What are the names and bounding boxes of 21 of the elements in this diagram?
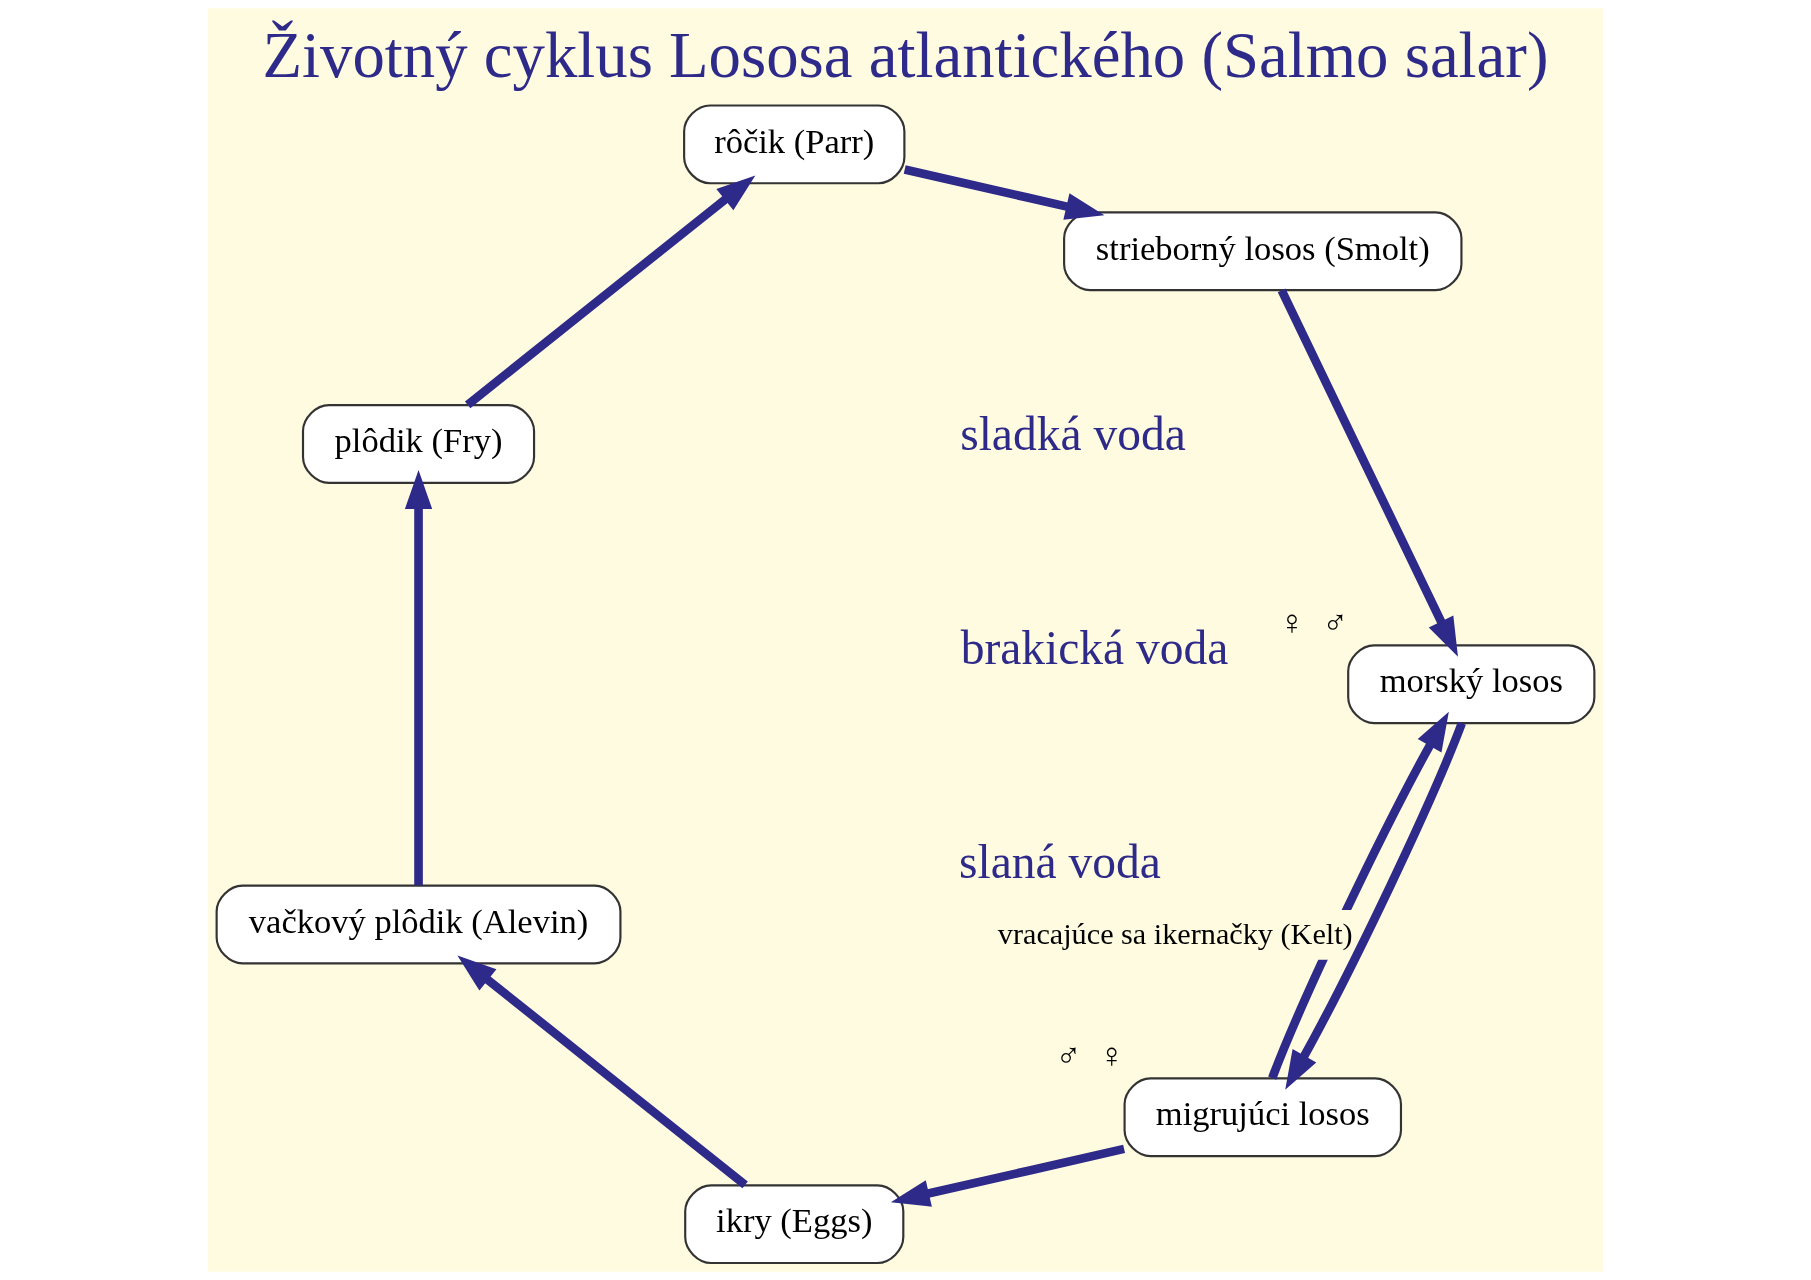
node-label: ♀ ♂ (1279, 603, 1349, 642)
edge-label: vracajúce sa ikernačky (Kelt) (997, 916, 1353, 951)
node-box: rôčik (Parr) (683, 104, 906, 185)
node-box: strieborný losos (Smolt) (1063, 211, 1463, 292)
arrow (1277, 288, 1458, 657)
diagram-title: Životný cyklus Lososa atlantického (Salmo salar) (262, 19, 1549, 92)
node-box: migrujúci losos (1123, 1077, 1403, 1158)
arrow (457, 955, 748, 1189)
arrow (464, 175, 756, 409)
arrow (890, 1144, 1126, 1207)
label: sladká voda (960, 408, 1186, 461)
node-box: ikry (Eggs) (684, 1184, 905, 1265)
node-label: ♂ ♀ (1055, 1036, 1125, 1075)
label: brakická voda (960, 621, 1229, 674)
node-box: morský losos (1347, 644, 1596, 725)
arrow (404, 470, 433, 886)
node-box: vačkový plôdik (Alevin) (215, 884, 622, 965)
arrow (903, 165, 1105, 220)
label: slaná voda (959, 835, 1161, 888)
node-box: plôdik (Fry) (301, 404, 536, 484)
arrow (1285, 721, 1466, 1090)
